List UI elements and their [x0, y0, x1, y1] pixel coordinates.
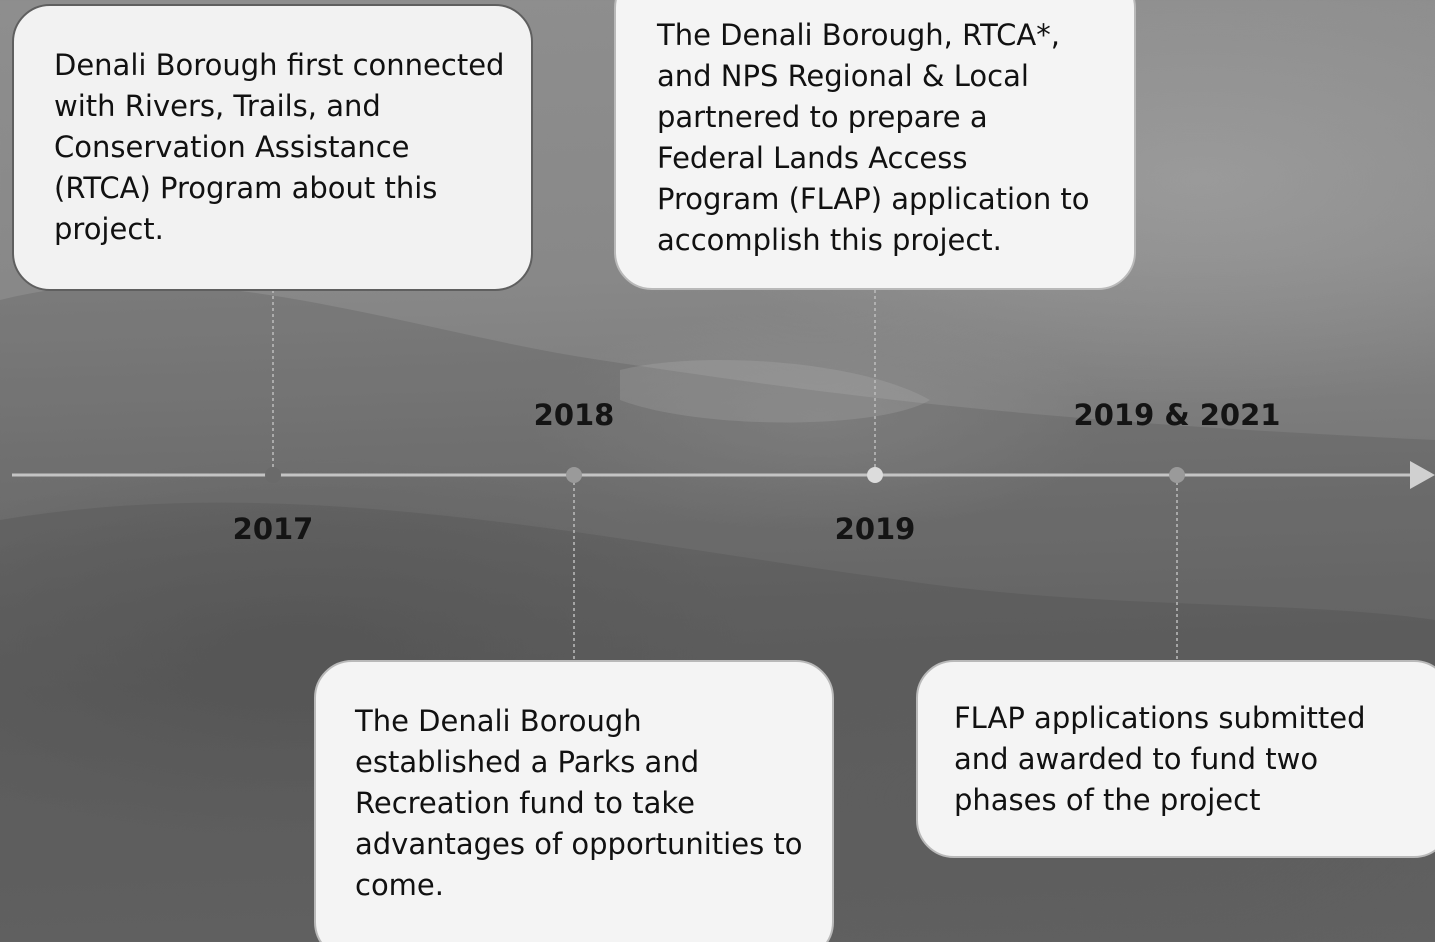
year-label-2018: 2018	[533, 398, 615, 432]
timeline-dot-2019	[867, 467, 883, 483]
milestone-card-2019-2021: FLAP applications submitted and awarded …	[916, 660, 1435, 858]
timeline-arrowhead	[1410, 461, 1435, 489]
milestone-card-2017: Denali Borough first connected with Rive…	[12, 4, 533, 291]
year-label-2019-2021: 2019 & 2021	[1073, 398, 1281, 432]
milestone-text-2017: Denali Borough first connected with Rive…	[54, 48, 505, 246]
timeline-dot-2017	[265, 467, 281, 483]
milestone-text-2019: The Denali Borough, RTCA*, and NPS Regio…	[657, 18, 1090, 257]
year-label-2019: 2019	[834, 512, 916, 546]
timeline-dot-2018	[566, 467, 582, 483]
milestone-card-2018: The Denali Borough established a Parks a…	[314, 660, 834, 942]
year-label-2017: 2017	[232, 512, 314, 546]
timeline-dot-2019-2021	[1169, 467, 1185, 483]
milestone-text-2018: The Denali Borough established a Parks a…	[355, 704, 803, 902]
milestone-text-2019-2021: FLAP applications submitted and awarded …	[954, 701, 1366, 817]
milestone-card-2019: The Denali Borough, RTCA*, and NPS Regio…	[614, 0, 1136, 290]
